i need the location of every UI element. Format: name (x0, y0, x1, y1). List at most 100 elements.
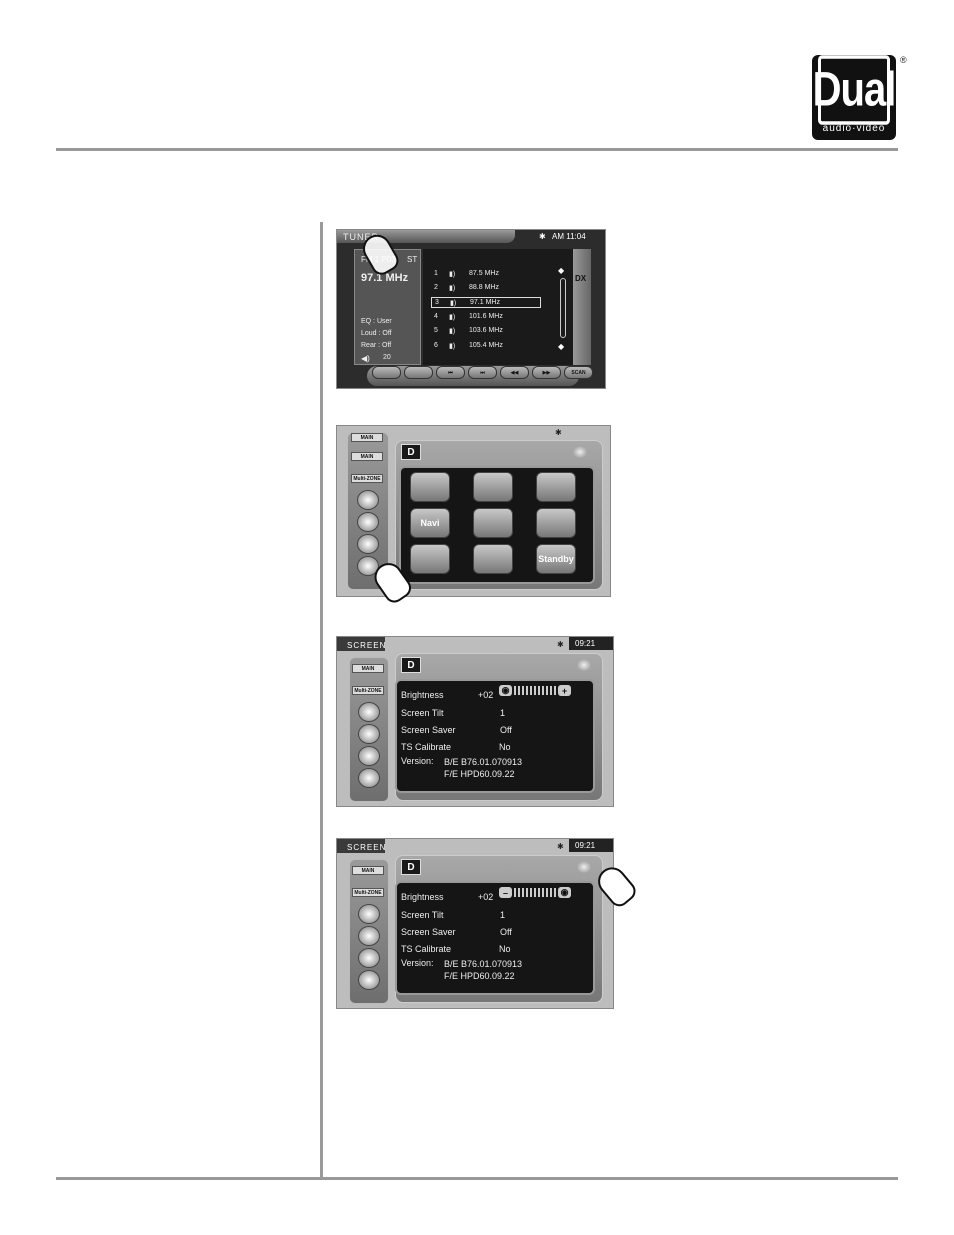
slider-tick (522, 686, 524, 695)
calibrate-label: TS Calibrate (401, 742, 452, 752)
settings-icon[interactable] (358, 948, 380, 968)
preset-scrollbar[interactable] (560, 278, 566, 338)
preset-frequency: 97.1 MHz (470, 299, 500, 306)
side-menu-button[interactable]: MAIN (351, 452, 383, 461)
screen1-clock: 09:21 (575, 639, 596, 648)
slider-tick (554, 888, 556, 897)
disc-tile[interactable] (473, 472, 513, 502)
disc-icon[interactable] (358, 702, 380, 722)
settings-icon[interactable] (357, 534, 379, 554)
screen-settings-1: SCREEN ✱ 09:21 D (336, 636, 614, 807)
tools-icon[interactable] (358, 926, 380, 946)
toolbar-button[interactable]: ⏭ (468, 366, 497, 379)
brightness-knob[interactable]: ◉ (499, 685, 512, 696)
preset-number: 3 (435, 299, 439, 306)
brightness-value[interactable]: +02 (478, 690, 494, 700)
back-arrow-icon[interactable] (577, 659, 591, 671)
side-menu-button[interactable]: Multi-ZONE (352, 888, 384, 897)
preset-number: 1 (434, 270, 438, 277)
toolbar-button[interactable]: ▶▶ (532, 366, 561, 379)
screen-icon[interactable] (358, 970, 380, 990)
preset-row[interactable]: 3 ▮) 97.1 MHz (431, 297, 541, 308)
preset-row[interactable]: 6▮)105.4 MHz (431, 341, 541, 352)
signal-icon: ▮) (450, 300, 457, 307)
brightness-slider[interactable]: ◉+ (499, 685, 571, 696)
brightness-minus-button[interactable]: – (499, 887, 512, 898)
navi-tile[interactable]: Navi (410, 508, 450, 538)
preset-number: 6 (434, 342, 438, 349)
calibrate-value[interactable]: No (499, 742, 511, 752)
bluetooth-icon: ✱ (539, 232, 546, 241)
preset-row[interactable]: 2▮)88.8 MHz (431, 283, 541, 294)
tilt-label: Screen Tilt (401, 910, 444, 920)
slider-tick (550, 888, 552, 897)
preset-row[interactable]: 4▮)101.6 MHz (431, 312, 541, 323)
screen1-title-bar (337, 637, 385, 651)
stereo-indicator: ST (407, 255, 418, 264)
screen1-title: SCREEN (347, 641, 387, 650)
logo-word: Dual (813, 55, 896, 125)
disc-icon[interactable] (357, 490, 379, 510)
slider-tick (518, 686, 520, 695)
dx-button[interactable]: DX (575, 274, 587, 283)
sd-card-tile[interactable] (410, 544, 450, 574)
side-menu-button[interactable]: MAIN (352, 866, 384, 875)
scroll-down-icon[interactable]: ◆ (558, 342, 565, 351)
toolbar-button[interactable] (404, 366, 433, 379)
camera-tile[interactable] (473, 508, 513, 538)
tools-icon[interactable] (358, 724, 380, 744)
version-label: Version: (401, 756, 434, 766)
standby-tile[interactable]: Standby (536, 544, 576, 574)
side-menu-button[interactable]: MAIN (352, 664, 384, 673)
brightness-value[interactable]: +02 (478, 892, 494, 902)
preset-number: 4 (434, 313, 438, 320)
bluetooth-icon: ✱ (557, 640, 564, 649)
settings-icon[interactable] (358, 746, 380, 766)
ipod-tile[interactable] (536, 472, 576, 502)
tilt-value[interactable]: 1 (500, 708, 506, 718)
dual-logo: Dual audio·video ® (812, 55, 907, 140)
preset-frequency: 101.6 MHz (469, 313, 503, 320)
logo-tagline: audio·video (822, 123, 886, 134)
bluetooth-tile[interactable] (536, 508, 576, 538)
slider-tick (542, 686, 544, 695)
brightness-knob[interactable]: ◉ (558, 887, 571, 898)
preset-row[interactable]: 5▮)103.6 MHz (431, 326, 541, 337)
slider-tick (530, 686, 532, 695)
preset-row[interactable]: 1▮)87.5 MHz (431, 269, 541, 280)
tilt-value[interactable]: 1 (500, 910, 506, 920)
tools-icon[interactable] (357, 512, 379, 532)
rear-status: Rear : Off (361, 342, 392, 349)
signal-icon: ▮) (449, 271, 456, 278)
slider-tick (514, 686, 516, 695)
side-menu-button[interactable]: Multi-ZONE (352, 686, 384, 695)
dual-badge: D (401, 859, 421, 875)
side-menu-button[interactable]: MAIN (351, 433, 383, 442)
bluetooth-icon: ✱ (557, 842, 564, 851)
toolbar-button[interactable]: SCAN (564, 366, 593, 379)
toolbar-button[interactable]: ⏮ (436, 366, 465, 379)
back-arrow-icon[interactable] (577, 861, 591, 873)
toolbar-button[interactable]: ◀◀ (500, 366, 529, 379)
tuner-frequency: 97.1 MHz (361, 272, 409, 284)
slider-tick (538, 686, 540, 695)
side-menu-button[interactable]: Multi-ZONE (351, 474, 383, 483)
calibrate-label: TS Calibrate (401, 944, 452, 954)
dual-badge: D (401, 444, 421, 460)
screen2-title: SCREEN (347, 843, 387, 852)
volume-value: 20 (383, 354, 391, 361)
calibrate-value[interactable]: No (499, 944, 511, 954)
disc-icon[interactable] (358, 904, 380, 924)
radio-tile[interactable] (410, 472, 450, 502)
scroll-up-icon[interactable]: ◆ (558, 266, 565, 275)
saver-value[interactable]: Off (500, 725, 512, 735)
toolbar-button[interactable] (372, 366, 401, 379)
screen-icon[interactable] (358, 768, 380, 788)
preset-frequency: 103.6 MHz (469, 327, 503, 334)
back-arrow-icon[interactable] (573, 446, 587, 458)
brightness-plus-button[interactable]: + (558, 685, 571, 696)
top-rule (56, 148, 898, 151)
multi-zone-tile[interactable] (473, 544, 513, 574)
brightness-slider[interactable]: –◉ (499, 887, 571, 898)
saver-value[interactable]: Off (500, 927, 512, 937)
